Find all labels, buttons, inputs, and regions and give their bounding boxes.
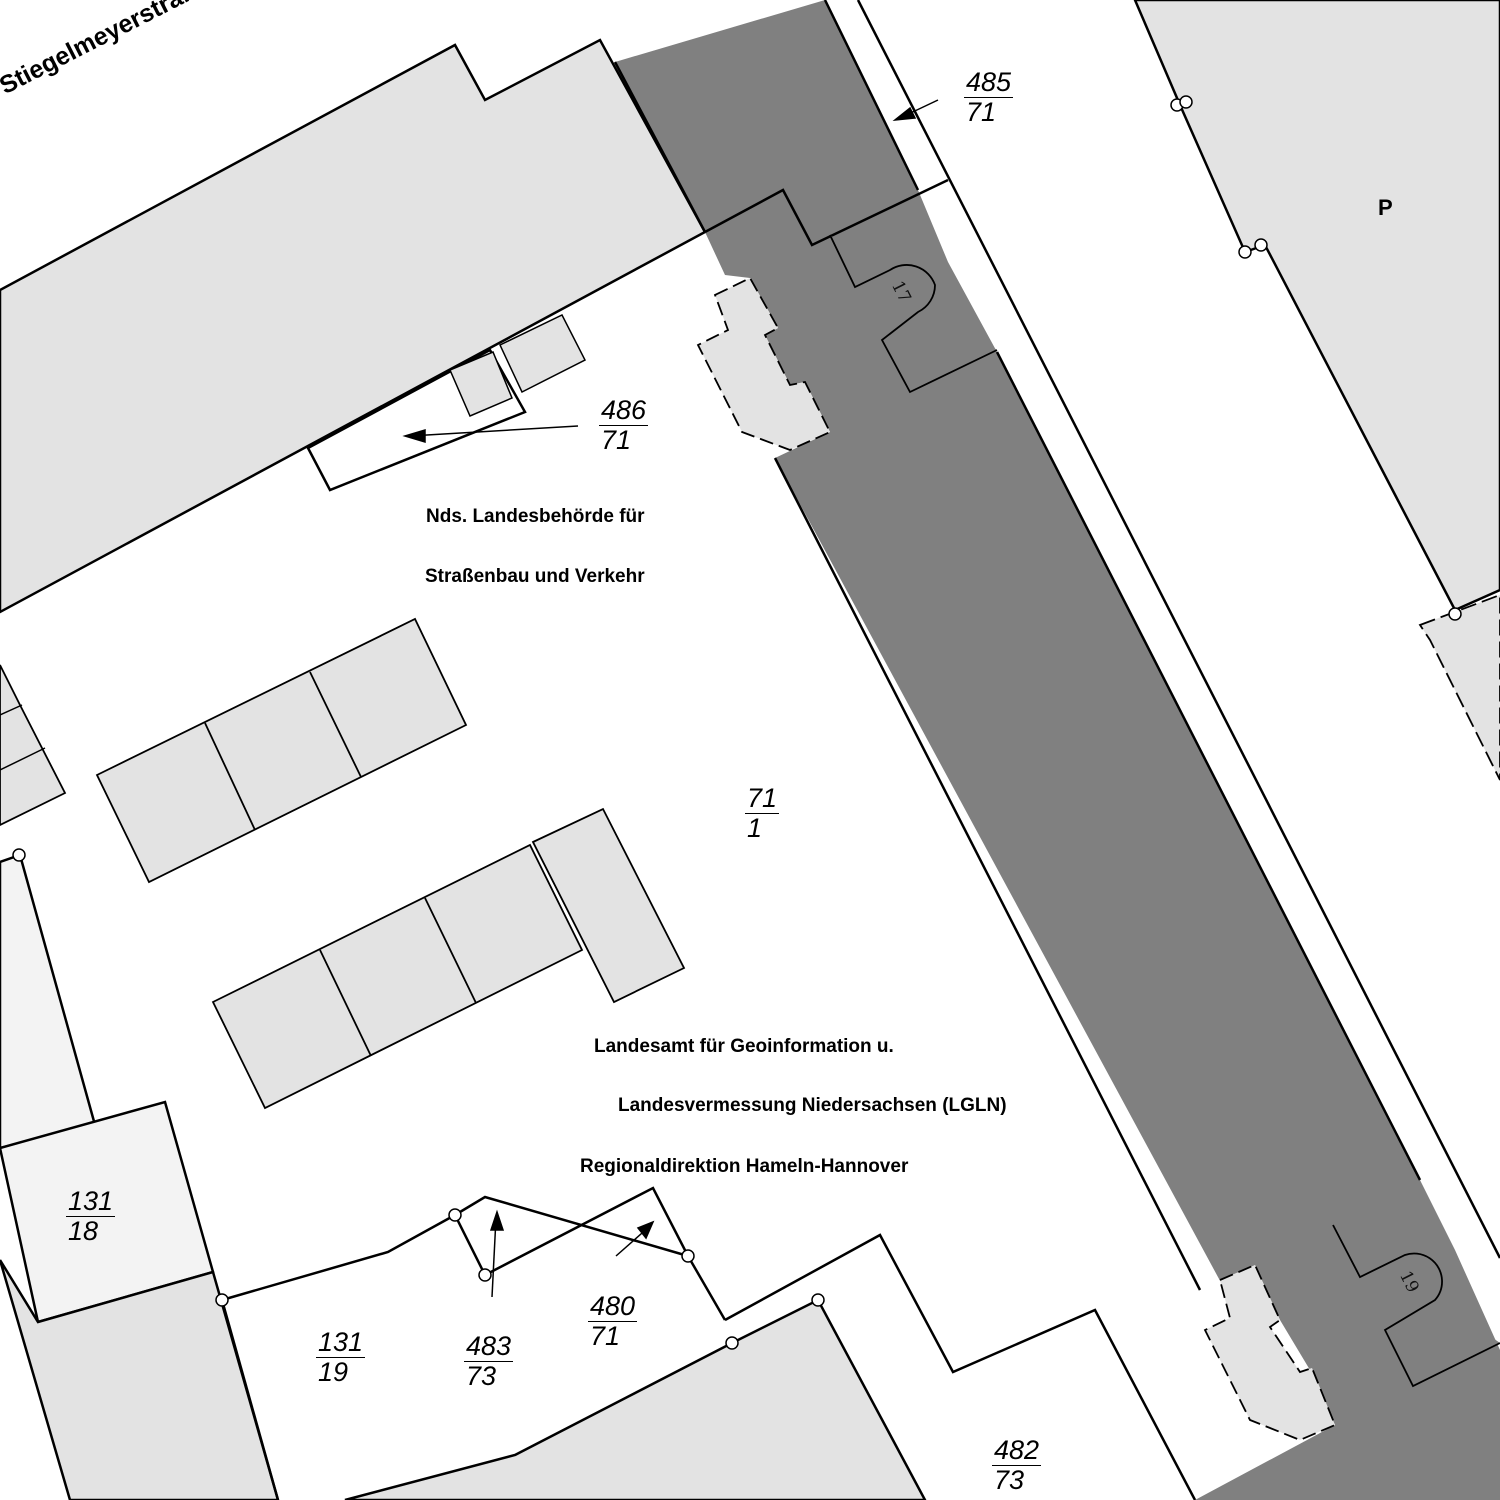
entrance-17: [829, 234, 998, 394]
building-highlighted: [615, 0, 1500, 1500]
building-parking: [1133, 0, 1500, 612]
parcel-line: [856, 0, 1500, 1259]
parking-label: P: [1378, 195, 1393, 220]
garage-row: [95, 617, 686, 1110]
building-nlstbv: [0, 38, 707, 614]
building-label: Straßenbau und Verkehr: [425, 566, 645, 587]
building-label: Landesamt für Geoinformation u.: [594, 1036, 894, 1057]
building-label: Nds. Landesbehörde für: [426, 506, 645, 527]
small-structure: [499, 314, 587, 394]
building-label: Landesvermessung Niedersachsen (LGLN): [618, 1095, 1007, 1116]
entrance-19: [1332, 1224, 1500, 1388]
small-structure: [449, 351, 513, 417]
building-label: Regionaldirektion Hameln-Hannover: [580, 1156, 909, 1177]
